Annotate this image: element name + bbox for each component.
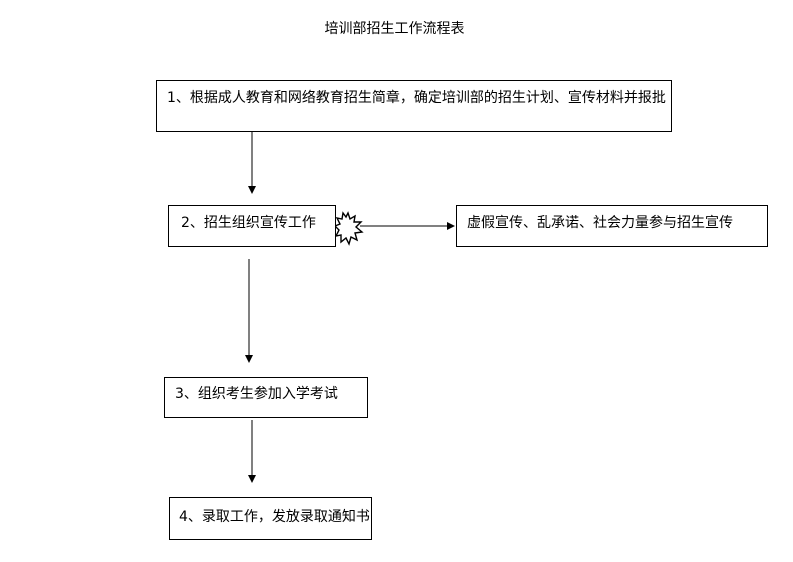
step-2-label: 2、招生组织宣传工作 xyxy=(181,215,316,231)
step-3-label: 3、组织考生参加入学考试 xyxy=(175,386,338,402)
step-4-label: 4、录取工作，发放录取通知书 xyxy=(179,509,370,525)
warning-box: 虚假宣传、乱承诺、社会力量参与招生宣传 xyxy=(456,205,768,247)
step-4-box: 4、录取工作，发放录取通知书 xyxy=(169,497,372,540)
page-title: 培训部招生工作流程表 xyxy=(0,18,793,38)
warning-label: 虚假宣传、乱承诺、社会力量参与招生宣传 xyxy=(467,215,733,231)
step-1-label: 1、根据成人教育和网络教育招生简章，确定培训部的招生计划、宣传材料并报批 xyxy=(167,90,666,106)
step-1-box: 1、根据成人教育和网络教育招生简章，确定培训部的招生计划、宣传材料并报批 xyxy=(156,80,672,132)
step-2-box: 2、招生组织宣传工作 xyxy=(168,205,336,247)
explosion-burst-icon xyxy=(333,211,364,246)
step-3-box: 3、组织考生参加入学考试 xyxy=(164,377,368,418)
page-title-text: 培训部招生工作流程表 xyxy=(324,21,465,37)
